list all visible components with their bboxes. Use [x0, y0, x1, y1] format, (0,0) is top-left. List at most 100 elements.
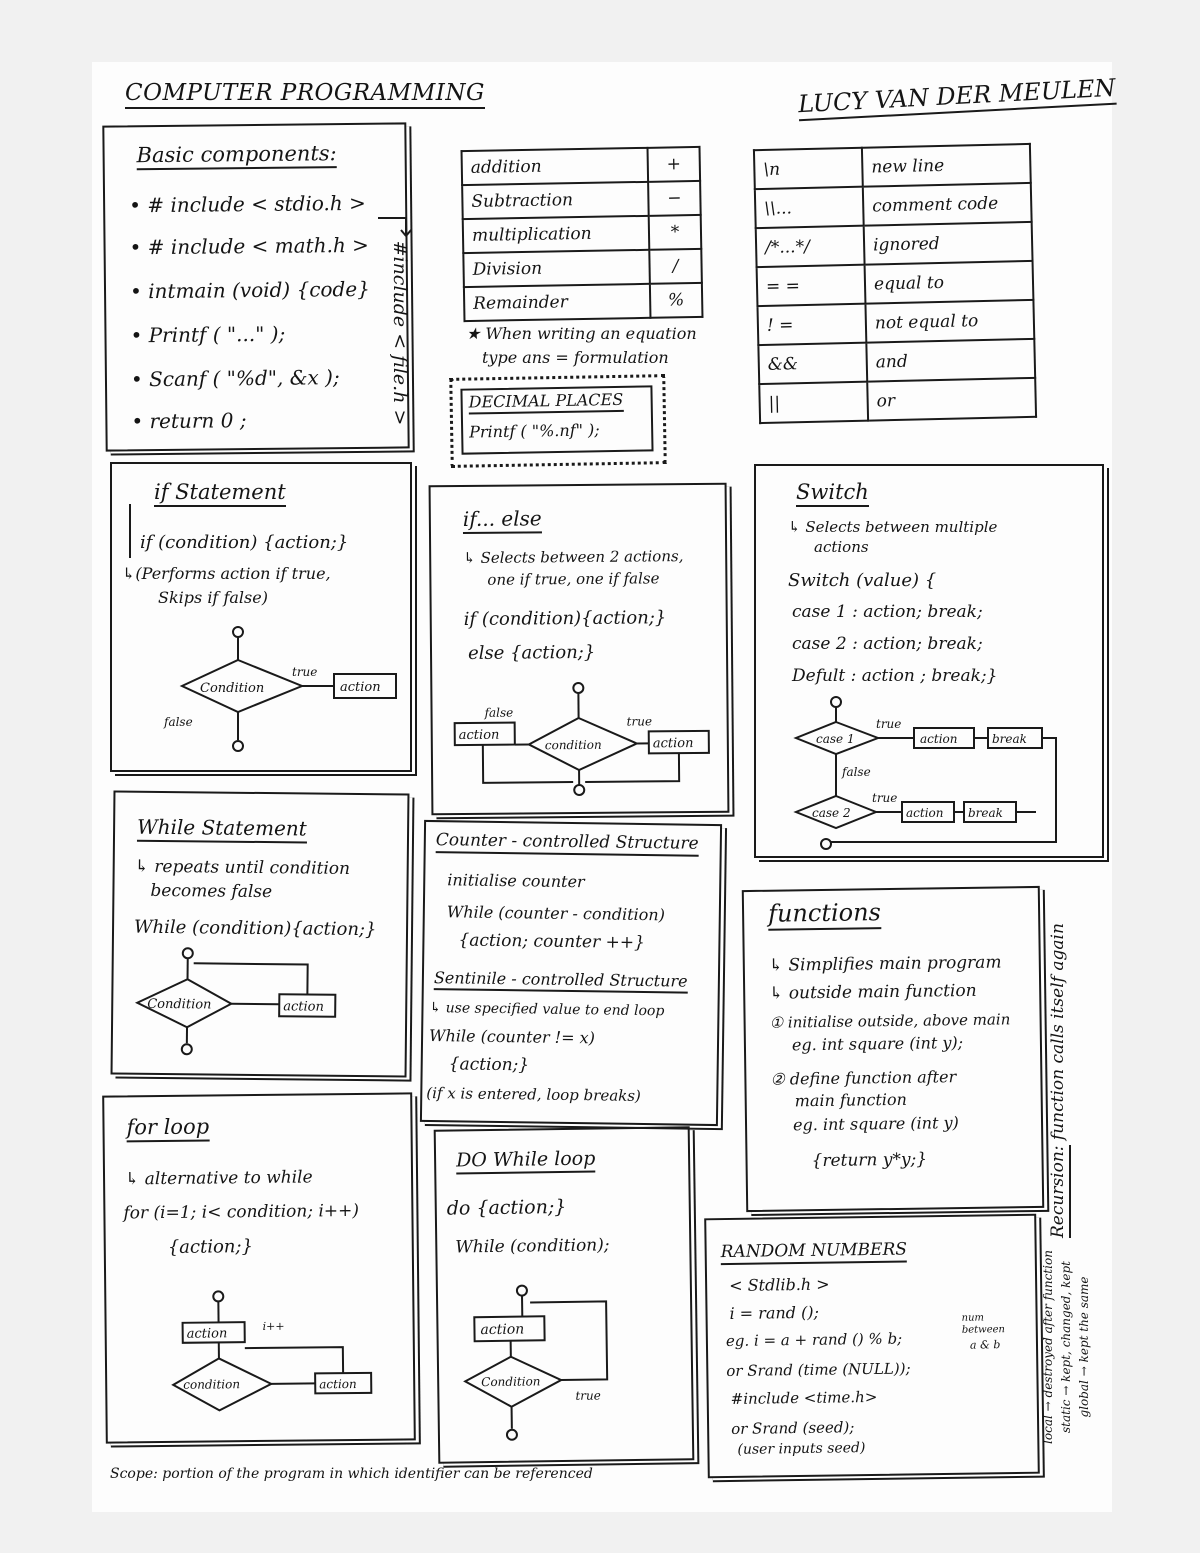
action-top-label: action [187, 1326, 228, 1341]
action-label: action [283, 999, 324, 1014]
operators-table: addition+ Subtraction− multiplication* D… [461, 146, 704, 322]
table-row: multiplication* [462, 214, 702, 254]
decimal-title: DECIMAL PLACES [468, 389, 624, 415]
table-cell: Subtraction [462, 181, 649, 220]
sentinel-line: {action;} [448, 1054, 530, 1076]
functions-panel: functions ↳ Simplifies main program ↳ ou… [741, 885, 1045, 1213]
table-cell: and [866, 338, 1036, 382]
switch-flowchart: case 1 true action break false case 2 tr… [793, 696, 1057, 850]
if-title: if Statement [154, 480, 286, 507]
table-row: /*...*/ignored [755, 221, 1033, 268]
action-right-label: action [319, 1377, 357, 1391]
switch-panel: Switch ↳ Selects between multiple action… [754, 464, 1104, 858]
table-cell: && [758, 342, 868, 385]
counter-line: {action; counter ++} [458, 930, 646, 954]
table-cell: Remainder [463, 283, 651, 322]
scope-var-global: global → kept the same [1077, 1276, 1091, 1418]
condition-label: Condition [200, 681, 264, 696]
for-flowchart: action i++ condition action [171, 1290, 373, 1412]
table-row: Remainder% [463, 282, 703, 322]
table-cell: + [647, 146, 701, 182]
list-item: • return 0 ; [131, 408, 247, 434]
switch-syntax: case 2 : action; break; [792, 634, 983, 654]
if-syntax: if (condition) {action;} [140, 532, 349, 553]
random-line: or Srand (seed); [731, 1418, 855, 1438]
list-item: • # include < stdio.h > [129, 190, 366, 218]
decimal-code: Printf ( "%.nf" ); [469, 420, 600, 442]
bracket-arrow-icon [378, 217, 412, 237]
switch-note: ↳ Selects between multiple [788, 518, 998, 536]
false-label: false [163, 715, 193, 729]
recursion-note: Recursion: function calls itself again [1048, 923, 1071, 1238]
true2-label: true [872, 791, 897, 805]
random-note: between [961, 1324, 1006, 1336]
functions-line: main function [794, 1089, 908, 1111]
equation-note: ★ When writing an equation [466, 324, 697, 343]
condition-label: Condition [481, 1374, 540, 1389]
list-item: • Printf ( "..." ); [130, 321, 286, 348]
false-label: false [841, 765, 871, 779]
true1-label: true [876, 717, 901, 731]
basic-components-panel: Basic components: • # include < stdio.h … [102, 122, 410, 452]
action-right-label: action [653, 736, 694, 751]
functions-line: {return y*y;} [811, 1149, 928, 1172]
switch-note: actions [814, 538, 869, 556]
if-flowchart: Condition true action false [129, 504, 397, 752]
table-row: addition+ [461, 146, 701, 186]
action-label: action [920, 732, 958, 746]
table-row: Division/ [463, 248, 702, 288]
scope-var-local: local → destroyed after function [1041, 1250, 1055, 1444]
functions-line: ↳ Simplifies main program [768, 952, 1002, 976]
action-label: action [340, 680, 381, 695]
table-cell: not equal to [865, 299, 1035, 343]
table-row: ! =not equal to [757, 299, 1035, 346]
if-note: ↳(Performs action if true, [122, 564, 331, 583]
random-line: i = rand (); [729, 1302, 820, 1323]
if-statement-panel: if Statement if (condition) {action;} ↳(… [110, 462, 412, 772]
functions-line: ① initialise outside, above main [769, 1010, 1011, 1032]
true-label: true [627, 714, 653, 728]
action-label: action [480, 1322, 524, 1339]
table-cell: \\... [754, 186, 864, 229]
action-left-label: action [459, 728, 500, 743]
random-line: or Srand (time (NULL)); [726, 1359, 911, 1381]
list-item: • Scanf ( "%d", &x ); [130, 365, 340, 392]
sentinel-line: While (counter != x) [428, 1026, 596, 1048]
for-loop-panel: for loop ↳ alternative to while for (i=1… [102, 1092, 416, 1444]
table-cell: − [648, 180, 701, 216]
break-label: break [992, 732, 1027, 746]
table-row: Subtraction− [462, 180, 701, 220]
functions-line: eg. int square (int y); [791, 1033, 964, 1055]
svg-text:case 2: case 2 [812, 806, 851, 820]
basic-components-title: Basic components: [136, 141, 337, 171]
false-label: false [483, 706, 513, 720]
table-cell: addition [461, 147, 649, 186]
sentinel-title: Sentinile - controlled Structure [433, 968, 688, 994]
random-title: RANDOM NUMBERS [720, 1239, 908, 1266]
condition-label: condition [545, 738, 602, 752]
decimal-places-panel: DECIMAL PLACES Printf ( "%.nf" ); [449, 374, 667, 468]
sentinel-line: ↳ use specified value to end loop [429, 1000, 665, 1020]
include-file-note: #include < file.h > [389, 240, 411, 426]
paper-sheet [92, 62, 1112, 1512]
table-cell: = = [756, 264, 866, 307]
do-while-panel: DO While loop do {action;} While (condit… [433, 1126, 695, 1464]
equation-note: type ans = formulation [482, 348, 669, 367]
random-line: #include <time.h> [730, 1387, 878, 1408]
do-while-flowchart: action Condition true [463, 1284, 609, 1441]
table-cell: % [649, 282, 703, 318]
table-cell: * [648, 214, 702, 250]
table-cell: or [867, 377, 1037, 421]
increment-label: i++ [263, 1320, 285, 1333]
svg-text:break: break [968, 806, 1003, 820]
if-else-flowchart: condition action false action true [453, 682, 710, 797]
page-title: COMPUTER PROGRAMMING [125, 80, 485, 109]
condition-label: condition [183, 1377, 240, 1392]
list-item: • # include < math.h > [129, 232, 369, 260]
switch-syntax: Defult : action ; break;} [792, 666, 998, 686]
functions-title: functions [767, 898, 882, 931]
functions-line: ② define function after [770, 1067, 957, 1089]
if-else-panel: if... else ↳ Selects between 2 actions, … [428, 482, 730, 816]
